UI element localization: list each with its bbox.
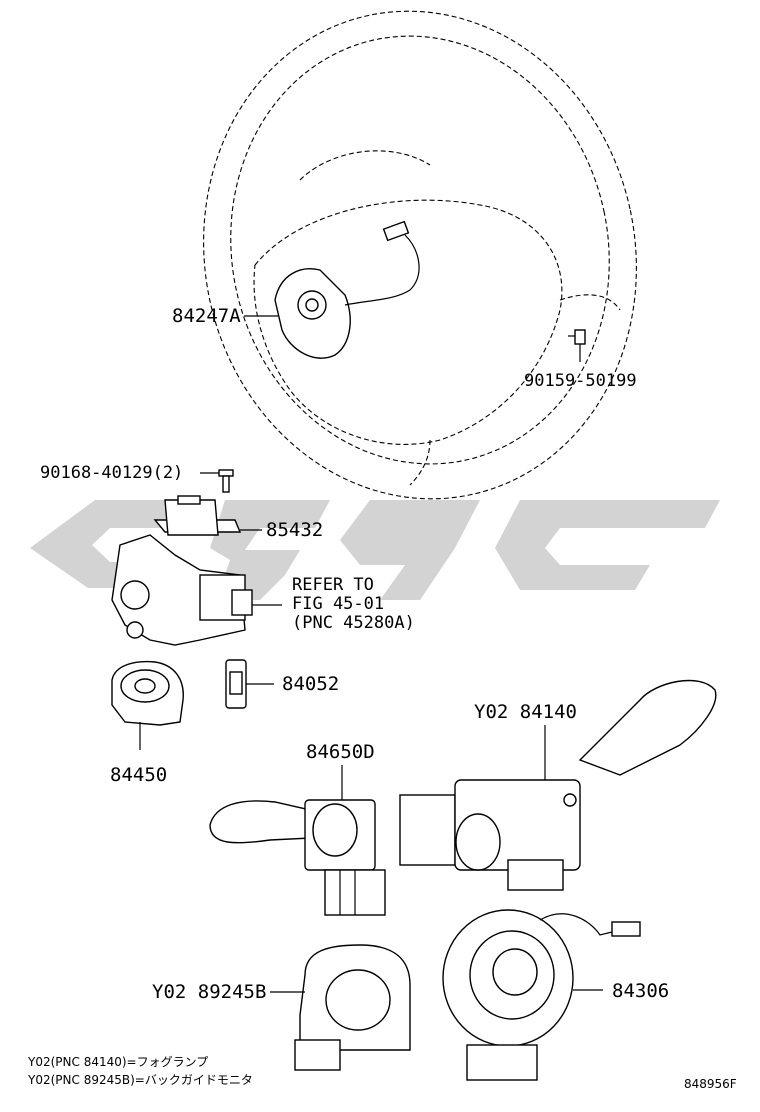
spiral-cable-84306 xyxy=(442,909,641,1081)
steering-sensor-89245b xyxy=(270,944,411,1071)
callout-84450: 84450 xyxy=(110,764,167,786)
refer-note-line1: REFER TO xyxy=(292,575,374,595)
turn-signal-switch-84140 xyxy=(399,679,717,891)
bracket-85432 xyxy=(153,495,262,536)
wiper-switch-84650d xyxy=(209,765,386,916)
callout-90159-50199: 90159-50199 xyxy=(524,371,637,391)
figure-id: 848956F xyxy=(684,1077,737,1091)
callout-84306: 84306 xyxy=(612,980,669,1002)
callout-90168-40129: 90168-40129(2) xyxy=(40,463,183,483)
steering-wheel xyxy=(203,10,637,500)
callout-84650d: 84650D xyxy=(306,741,375,763)
refer-note-line2: FIG 45-01 xyxy=(292,594,384,614)
ignition-switch-84450 xyxy=(111,660,184,750)
switch-84052 xyxy=(225,659,274,709)
callout-84052: 84052 xyxy=(282,673,339,695)
footnote-89245b: Y02(PNC 89245B)=バックガイドモニタ xyxy=(27,1073,253,1087)
callout-84247a: 84247A xyxy=(172,305,241,327)
column-lock-housing xyxy=(111,534,282,646)
callout-y02-89245b: Y02 89245B xyxy=(152,981,266,1003)
callout-85432: 85432 xyxy=(266,519,323,541)
steering-switch-pad xyxy=(274,220,420,359)
screw-90159 xyxy=(568,329,586,362)
callout-y02-84140: Y02 84140 xyxy=(474,701,577,723)
footnote-84140: Y02(PNC 84140)=フォグランプ xyxy=(27,1055,208,1069)
screw-90168 xyxy=(200,469,234,493)
refer-note-line3: (PNC 45280A) xyxy=(292,613,415,633)
